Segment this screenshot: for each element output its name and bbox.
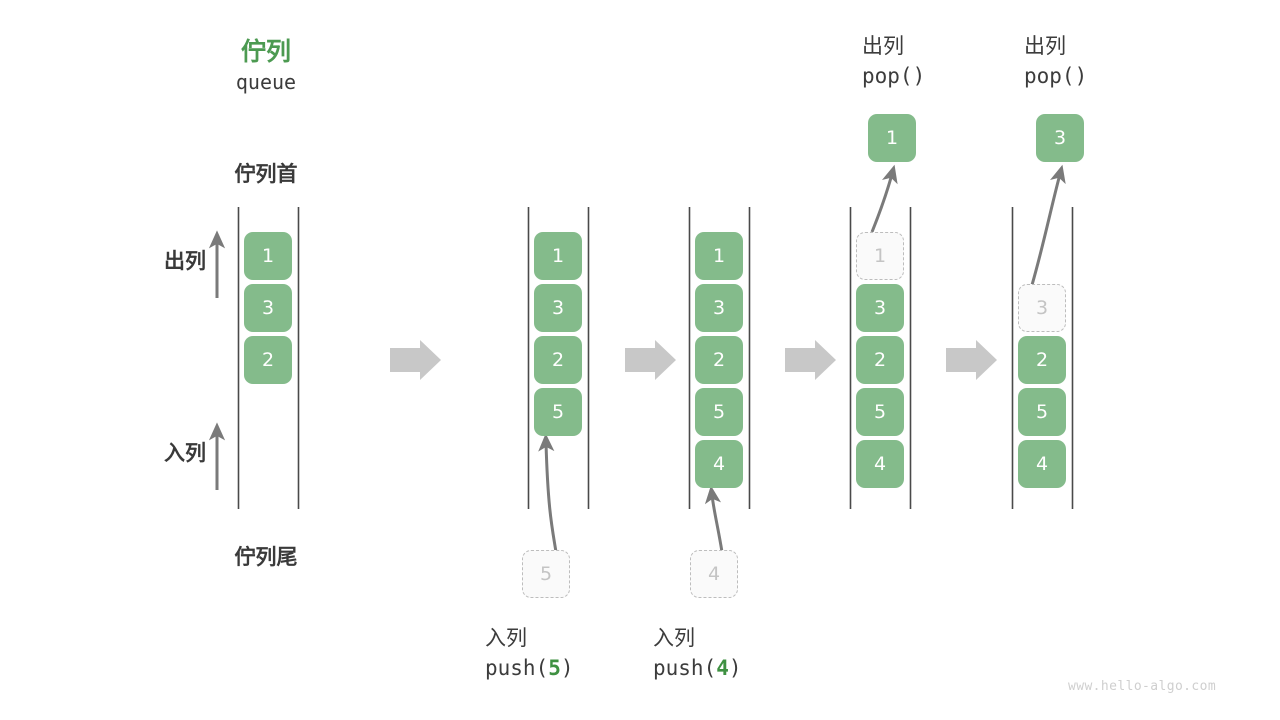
queue-cell[interactable]: 2 bbox=[534, 336, 582, 384]
pop-3-caption-code: pop() bbox=[1024, 64, 1164, 88]
transition-arrow-2 bbox=[625, 340, 676, 380]
pop-1-caption-code: pop() bbox=[862, 64, 1002, 88]
queue-cell[interactable]: 3 bbox=[534, 284, 582, 332]
incoming-element-4: 4 bbox=[690, 550, 738, 598]
queue-cell[interactable]: 4 bbox=[856, 440, 904, 488]
pop-1-caption-cn: 出列 bbox=[862, 34, 904, 58]
popped-element-1: 1 bbox=[868, 114, 916, 162]
push-4-code-prefix: push( bbox=[653, 656, 717, 680]
page-title-code: queue bbox=[235, 70, 297, 94]
transition-arrow-4 bbox=[946, 340, 997, 380]
queue-cell[interactable]: 2 bbox=[244, 336, 292, 384]
dequeue-label: 出列 bbox=[164, 249, 206, 273]
pop-3-code-suffix: ) bbox=[1074, 64, 1088, 88]
queue-cell[interactable]: 2 bbox=[1018, 336, 1066, 384]
pop-1-code-suffix: ) bbox=[912, 64, 926, 88]
push-5-code-suffix: ) bbox=[560, 656, 574, 680]
queue-cell-new[interactable]: 5 bbox=[534, 388, 582, 436]
queue-cell[interactable]: 4 bbox=[1018, 440, 1066, 488]
pop-3-code-prefix: pop( bbox=[1024, 64, 1075, 88]
push-4-caption-code: push(4) bbox=[653, 656, 813, 680]
queue-cell[interactable]: 3 bbox=[244, 284, 292, 332]
incoming-element-5: 5 bbox=[522, 550, 570, 598]
popped-element-3: 3 bbox=[1036, 114, 1084, 162]
push-5-code-arg: 5 bbox=[548, 656, 561, 680]
pop-arrow-1 bbox=[870, 164, 898, 233]
push-5-code-prefix: push( bbox=[485, 656, 549, 680]
queue-cell[interactable]: 5 bbox=[1018, 388, 1066, 436]
queue-head-label: 佇列首 bbox=[234, 162, 298, 186]
queue-cell[interactable]: 1 bbox=[534, 232, 582, 280]
queue-cell[interactable]: 1 bbox=[695, 232, 743, 280]
queue-cell-new[interactable]: 4 bbox=[695, 440, 743, 488]
queue-cell[interactable]: 2 bbox=[856, 336, 904, 384]
queue-cell[interactable]: 2 bbox=[695, 336, 743, 384]
queue-cell[interactable]: 1 bbox=[244, 232, 292, 280]
queue-cell-removed: 1 bbox=[856, 232, 904, 280]
queue-cell[interactable]: 3 bbox=[695, 284, 743, 332]
pop-arrow-3 bbox=[1030, 164, 1066, 286]
push-4-code-arg: 4 bbox=[716, 656, 729, 680]
push-arrow-5 bbox=[538, 433, 558, 553]
queue-cell[interactable]: 3 bbox=[856, 284, 904, 332]
page-title: 佇列 bbox=[240, 37, 291, 66]
push-4-caption-cn: 入列 bbox=[653, 626, 695, 650]
queue-cell-removed: 3 bbox=[1018, 284, 1066, 332]
enqueue-label: 入列 bbox=[164, 441, 206, 465]
queue-cell[interactable]: 5 bbox=[695, 388, 743, 436]
push-5-caption-cn: 入列 bbox=[485, 626, 527, 650]
queue-tail-label: 佇列尾 bbox=[234, 545, 298, 569]
watermark: www.hello-algo.com bbox=[1068, 679, 1217, 694]
transition-arrow-1 bbox=[390, 340, 441, 380]
transition-arrow-3 bbox=[785, 340, 836, 380]
queue-cell[interactable]: 5 bbox=[856, 388, 904, 436]
pop-3-caption-cn: 出列 bbox=[1024, 34, 1066, 58]
push-arrow-4 bbox=[704, 485, 724, 553]
push-5-caption-code: push(5) bbox=[485, 656, 645, 680]
pop-1-code-prefix: pop( bbox=[862, 64, 913, 88]
push-4-code-suffix: ) bbox=[728, 656, 742, 680]
